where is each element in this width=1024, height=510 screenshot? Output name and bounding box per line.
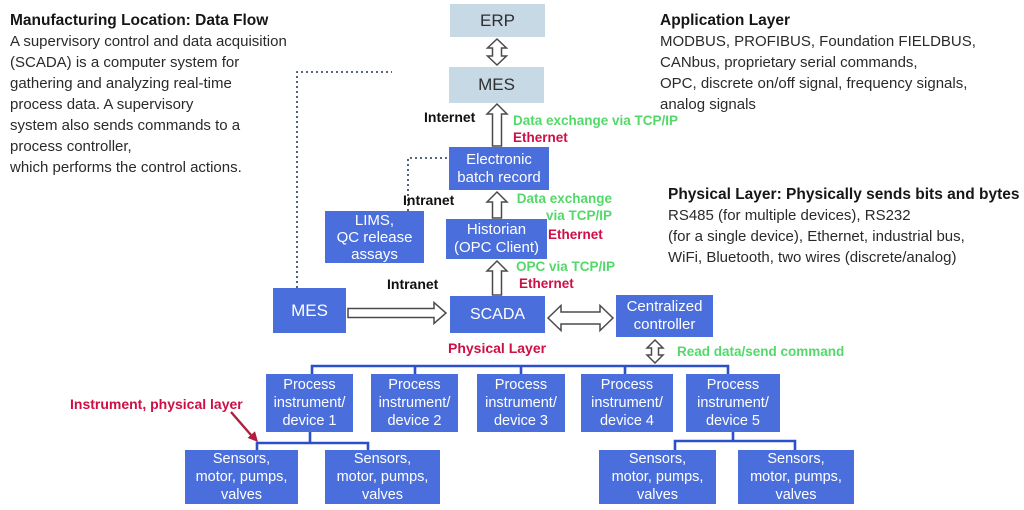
node-scada: SCADA xyxy=(450,296,545,333)
node-process-device-3: Process instrument/ device 3 xyxy=(477,374,565,432)
arrow-controller-bus xyxy=(645,338,665,365)
application-layer-note: Application Layer MODBUS, PROFIBUS, Foun… xyxy=(660,10,1022,115)
read-command-label: Read data/send command xyxy=(677,344,845,359)
node-process-device-1: Process instrument/ device 1 xyxy=(266,374,353,432)
ethernet-opc-label: Ethernet xyxy=(519,276,574,291)
node-mes-mid: MES xyxy=(273,288,346,333)
physical-layer-body: RS485 (for multiple devices), RS232 (for… xyxy=(668,207,965,266)
arrow-scada-to-historian xyxy=(485,259,509,296)
application-layer-body: MODBUS, PROFIBUS, Foundation FIELDBUS, C… xyxy=(660,33,976,113)
internet-label: Internet xyxy=(424,109,476,125)
device5-sensor-bracket xyxy=(673,432,797,450)
node-process-device-4: Process instrument/ device 4 xyxy=(581,374,673,432)
device1-sensor-bracket xyxy=(255,432,370,450)
instrument-physical-layer-label: Instrument, physical layer xyxy=(70,396,243,412)
node-erp: ERP xyxy=(450,4,545,37)
node-historian: Historian (OPC Client) xyxy=(446,219,547,259)
left-note-title: Manufacturing Location: Data Flow xyxy=(10,12,269,29)
node-process-device-5: Process instrument/ device 5 xyxy=(686,374,780,432)
application-layer-title: Application Layer xyxy=(660,12,791,29)
ethernet-mid-label: Ethernet xyxy=(548,227,603,242)
node-sensors-2: Sensors, motor, pumps, valves xyxy=(325,450,440,504)
opc-tcpip-label: OPC via TCP/IP xyxy=(516,259,616,274)
ethernet-top-label: Ethernet xyxy=(513,130,568,145)
data-exchange-top-label: Data exchange via TCP/IP xyxy=(513,113,679,128)
node-process-device-2: Process instrument/ device 2 xyxy=(371,374,458,432)
instrument-pointer-arrow xyxy=(230,411,258,442)
physical-layer-note: Physical Layer: Physically sends bits an… xyxy=(668,184,1024,268)
node-sensors-4: Sensors, motor, pumps, valves xyxy=(738,450,854,504)
arrow-batchrecord-to-mes xyxy=(485,102,509,147)
arrow-erp-mes xyxy=(485,37,509,67)
intranet-lower-label: Intranet xyxy=(387,276,439,292)
physical-layer-title: Physical Layer: Physically sends bits an… xyxy=(668,186,1020,203)
intranet-upper-label: Intranet xyxy=(403,192,455,208)
left-note-body: A supervisory control and data acquisiti… xyxy=(10,33,287,176)
node-sensors-1: Sensors, motor, pumps, valves xyxy=(185,450,298,504)
left-note: Manufacturing Location: Data Flow A supe… xyxy=(10,10,345,178)
data-exchange-mid-label: Data exchange via TCP/IP xyxy=(516,191,612,223)
node-lims: LIMS, QC release assays xyxy=(325,211,424,263)
node-sensors-3: Sensors, motor, pumps, valves xyxy=(599,450,716,504)
physical-layer-label: Physical Layer xyxy=(448,340,547,356)
node-electronic-batch-record: Electronic batch record xyxy=(449,147,549,190)
arrow-scada-controller xyxy=(546,303,615,333)
arrow-mes-to-scada xyxy=(347,300,448,326)
node-mes-top: MES xyxy=(449,67,544,103)
node-centralized-controller: Centralized controller xyxy=(616,295,713,337)
